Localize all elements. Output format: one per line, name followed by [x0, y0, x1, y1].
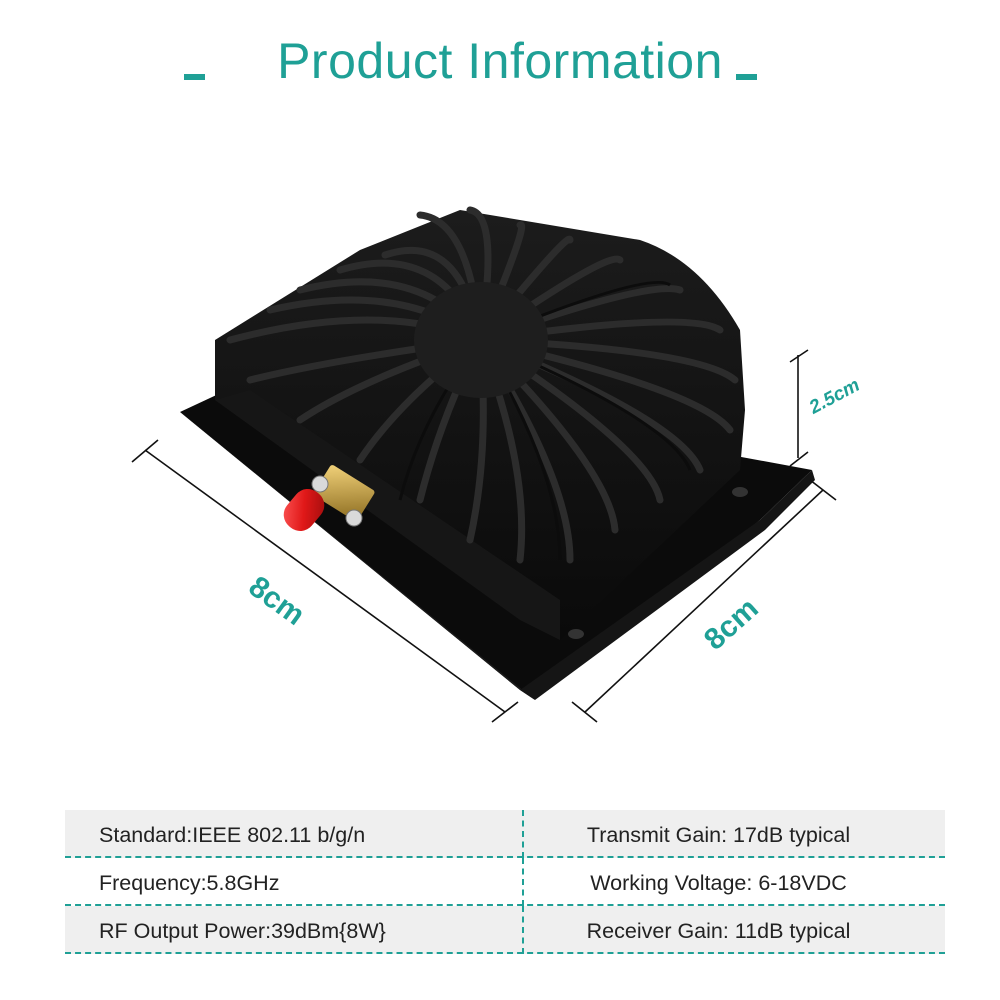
dimension-lines [131, 349, 837, 723]
column-divider [522, 906, 524, 954]
spec-rf-output-power: RF Output Power:39dBm{8W} [99, 919, 386, 943]
product-image [131, 206, 837, 723]
spec-row: Standard:IEEE 802.11 b/g/n Transmit Gain… [65, 810, 945, 858]
spec-frequency: Frequency:5.8GHz [99, 871, 280, 895]
spec-table: Standard:IEEE 802.11 b/g/n Transmit Gain… [65, 810, 945, 954]
row-divider [65, 856, 945, 858]
spec-row: Frequency:5.8GHz Working Voltage: 6-18VD… [65, 858, 945, 906]
spec-standard: Standard:IEEE 802.11 b/g/n [99, 823, 366, 847]
row-divider [65, 952, 945, 954]
row-divider [65, 904, 945, 906]
page-title: Product Information [277, 33, 723, 89]
spec-working-voltage: Working Voltage: 6-18VDC [590, 871, 847, 895]
spec-receiver-gain: Receiver Gain: 11dB typical [586, 919, 851, 943]
center-disc [414, 282, 548, 398]
sma-connector [283, 465, 375, 532]
column-divider [522, 858, 524, 906]
column-divider [522, 810, 524, 858]
title-dash-left [184, 74, 205, 80]
spec-transmit-gain: Transmit Gain: 17dB typical [586, 823, 851, 847]
title-dash-right [736, 74, 757, 80]
spec-row: RF Output Power:39dBm{8W} Receiver Gain:… [65, 906, 945, 954]
header: Product Information [0, 22, 1000, 102]
